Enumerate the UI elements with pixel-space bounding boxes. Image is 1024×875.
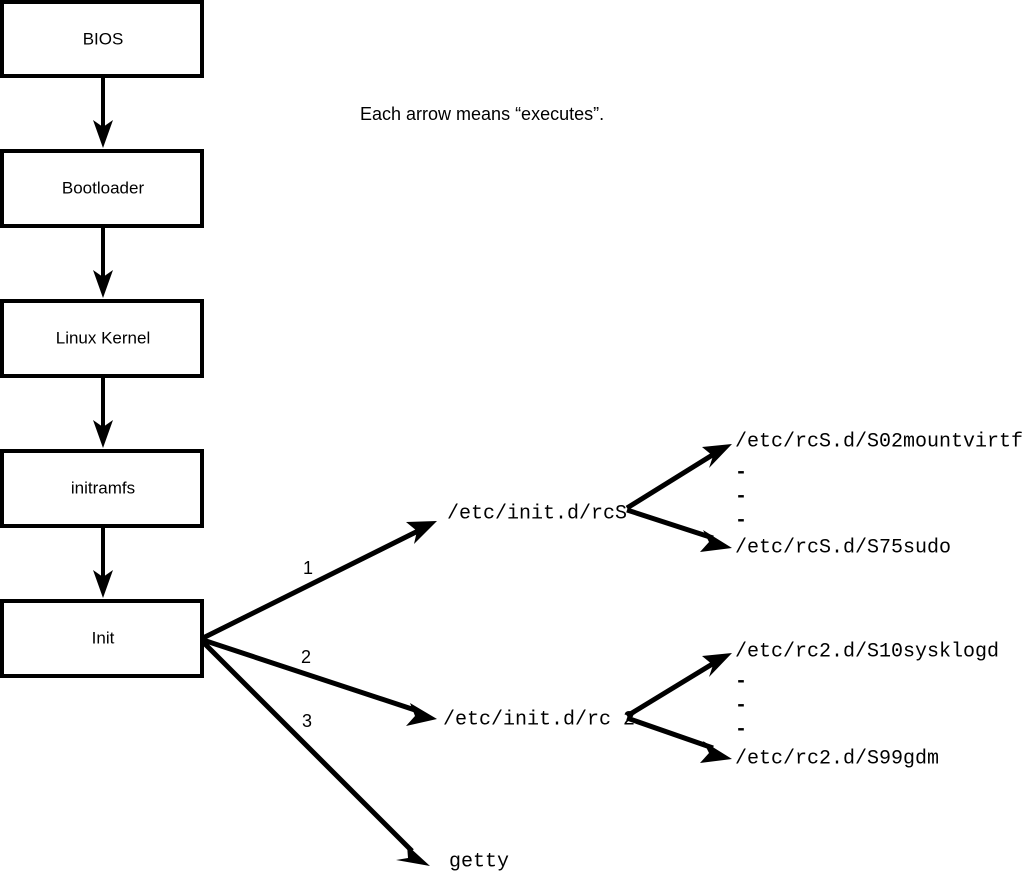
box-outline-init xyxy=(0,599,204,678)
stage-box-bios[interactable]: BIOS xyxy=(0,0,204,78)
script-label-rcs-first: /etc/rcS.d/S02mountvirtfs xyxy=(735,430,1024,453)
box-outline-kernel xyxy=(0,299,204,378)
stage-box-bootloader[interactable]: Bootloader xyxy=(0,149,204,228)
arrowhead-initramfs-to-init xyxy=(93,570,113,598)
branch-line-1 xyxy=(201,527,422,641)
arrowhead-bios-to-bootloader xyxy=(93,120,113,148)
diagram-caption: Each arrow means “executes”. xyxy=(360,104,604,124)
box-outline-initramfs xyxy=(0,449,204,528)
stage-label-bios: BIOS xyxy=(83,29,124,48)
stage-box-init[interactable]: Init xyxy=(0,599,204,678)
box-outline-bootloader xyxy=(0,149,204,228)
stage-label-initramfs: initramfs xyxy=(71,478,135,497)
rcs-line-last xyxy=(626,507,714,541)
init-branch-2: 2 /etc/init.d/rc 2 xyxy=(202,637,635,731)
script-ellipsis-rc2-1: - xyxy=(735,670,747,693)
script-label-rc2-first: /etc/rc2.d/S10sysklogd xyxy=(735,640,999,663)
stage-label-bootloader: Bootloader xyxy=(62,178,145,197)
script-ellipsis-rc2-3: - xyxy=(735,718,747,741)
branch-number-2: 2 xyxy=(301,647,311,667)
script-ellipsis-rcs-1: - xyxy=(735,461,747,484)
branch-line-2 xyxy=(202,637,419,714)
rcs-line-first xyxy=(625,451,716,511)
arrowhead-rcs-first xyxy=(702,444,732,468)
branch-label-rcs: /etc/init.d/rcS xyxy=(447,502,627,525)
branch-line-3 xyxy=(201,640,414,853)
branch-number-3: 3 xyxy=(302,711,312,731)
arrowhead-branch-1 xyxy=(406,521,437,544)
rc2-line-first xyxy=(625,660,716,719)
arrowhead-branch-3 xyxy=(396,845,430,866)
stage-box-kernel[interactable]: Linux Kernel xyxy=(0,299,204,378)
arrowhead-rcs-last xyxy=(700,530,732,552)
script-group-rcs: /etc/rcS.d/S02mountvirtfs - - - /etc/rcS… xyxy=(625,430,1024,559)
rc2-line-last xyxy=(626,715,714,751)
stage-box-initramfs[interactable]: initramfs xyxy=(0,449,204,528)
script-ellipsis-rcs-3: - xyxy=(735,509,747,532)
stage-label-init: Init xyxy=(92,628,115,647)
init-branch-1: 1 /etc/init.d/rcS xyxy=(201,502,627,641)
arrowhead-rc2-first xyxy=(702,653,732,677)
arrowhead-rc2-last xyxy=(700,741,732,763)
arrowhead-bootloader-to-kernel xyxy=(93,270,113,298)
branch-label-getty: getty xyxy=(449,850,509,873)
script-label-rcs-last: /etc/rcS.d/S75sudo xyxy=(735,536,951,559)
box-outline-bios xyxy=(0,0,204,78)
script-ellipsis-rc2-2: - xyxy=(735,694,747,717)
arrowhead-branch-2 xyxy=(406,703,437,726)
branch-number-1: 1 xyxy=(303,558,313,578)
init-branch-3: 3 getty xyxy=(201,640,509,873)
script-group-rc2: /etc/rc2.d/S10sysklogd - - - /etc/rc2.d/… xyxy=(625,640,999,770)
script-label-rc2-last: /etc/rc2.d/S99gdm xyxy=(735,747,939,770)
script-ellipsis-rcs-2: - xyxy=(735,485,747,508)
chain-connectors xyxy=(93,76,113,598)
stage-label-kernel: Linux Kernel xyxy=(56,328,151,347)
branch-label-rc2: /etc/init.d/rc 2 xyxy=(443,708,635,731)
arrowhead-kernel-to-initramfs xyxy=(93,420,113,448)
